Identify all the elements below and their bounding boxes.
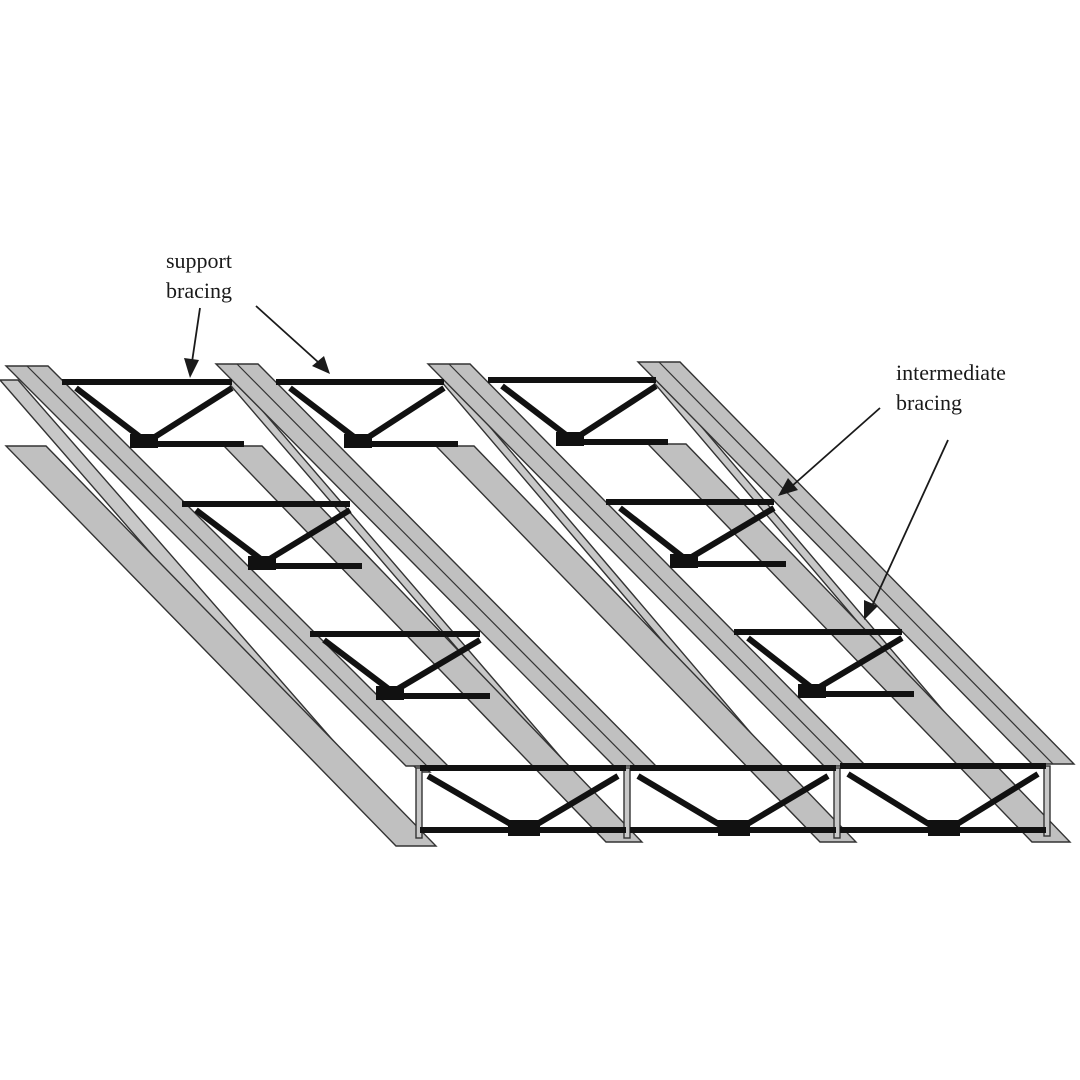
support-bracing-label-line-1: support bbox=[166, 248, 232, 273]
intermediate-bracing-label-line-1: intermediate bbox=[896, 360, 1006, 385]
intermediate-bracing-arrows bbox=[778, 407, 949, 620]
intermediate-arrow-2 bbox=[871, 439, 949, 607]
girder-1-bottom-flange bbox=[4, 445, 438, 847]
girder-1 bbox=[0, 365, 450, 847]
support-bracing-near bbox=[420, 763, 1046, 836]
support-bracing-far bbox=[62, 377, 668, 448]
support-bracing-arrows bbox=[184, 305, 330, 378]
intermediate-arrow-1 bbox=[791, 407, 881, 487]
intermediate-bracing-bay-1 bbox=[182, 501, 490, 700]
girder-3-bottom-flange bbox=[434, 445, 858, 843]
support-bracing-label-line-2: bracing bbox=[166, 278, 232, 303]
intermediate-bracing-bay-3 bbox=[606, 499, 914, 698]
support-arrow-2 bbox=[255, 305, 319, 363]
support-arrow-1 bbox=[191, 307, 201, 363]
near-end-face bbox=[415, 765, 1051, 839]
girder-4-bottom-flange bbox=[646, 443, 1072, 843]
intermediate-bracing-label-line-2: bracing bbox=[896, 390, 962, 415]
girder-3 bbox=[426, 363, 868, 843]
girder-2-bottom-flange bbox=[222, 445, 644, 843]
girder-4 bbox=[636, 361, 1076, 843]
